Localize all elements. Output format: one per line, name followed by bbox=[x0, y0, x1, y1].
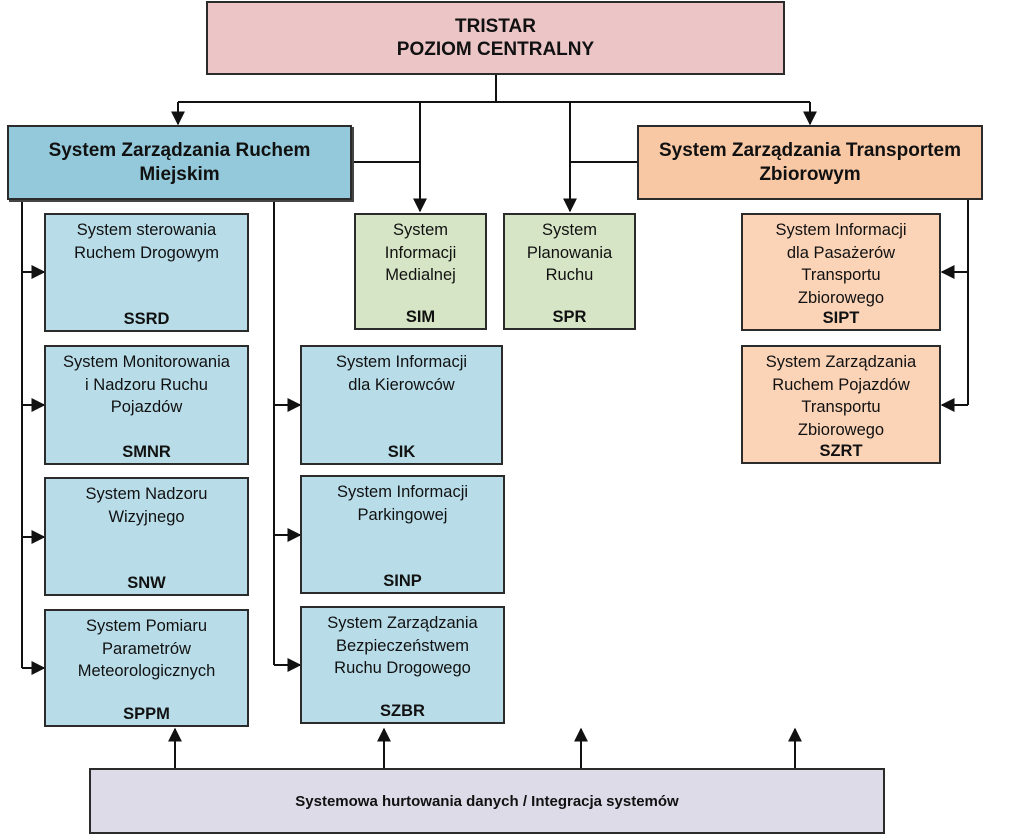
system-name: System Pomiaru Parametrów Meteorologiczn… bbox=[77, 617, 216, 680]
central-subtitle: POZIOM CENTRALNY bbox=[396, 39, 595, 60]
system-name: System Nadzoru Wizyjnego bbox=[85, 485, 208, 526]
urban-traffic-title: System Zarządzania Ruchem Miejskim bbox=[48, 139, 311, 185]
system-box-sinp: System Informacji Parkingowej SINP bbox=[300, 475, 505, 594]
system-abbr: SNW bbox=[127, 574, 166, 592]
system-name: System Informacji Medialnej bbox=[384, 221, 457, 284]
system-box-smnr: System Monitorowania i Nadzoru Ruchu Poj… bbox=[44, 345, 249, 465]
public-transport-header: System Zarządzania Transportem Zbiorowym bbox=[637, 125, 983, 200]
system-box-sipt: System Informacji dla Pasażerów Transpor… bbox=[741, 213, 941, 331]
system-name: System sterowania Ruchem Drogowym bbox=[74, 221, 219, 262]
system-box-sim: System Informacji Medialnej SIM bbox=[354, 213, 487, 330]
system-abbr: SMNR bbox=[122, 443, 171, 461]
system-box-szrt: System Zarządzania Ruchem Pojazdów Trans… bbox=[741, 345, 941, 464]
system-abbr: SPPM bbox=[123, 705, 170, 723]
system-box-ssrd: System sterowania Ruchem Drogowym SSRD bbox=[44, 213, 249, 332]
system-abbr: SSRD bbox=[123, 310, 170, 328]
system-box-snw: System Nadzoru Wizyjnego SNW bbox=[44, 477, 249, 596]
data-warehouse-integration-bar: Systemowa hurtowania danych / Integracja… bbox=[89, 768, 885, 834]
system-name: System Informacji dla Kierowców bbox=[335, 353, 468, 394]
public-transport-title: System Zarządzania Transportem Zbiorowym bbox=[659, 139, 961, 185]
central-title: TRISTAR bbox=[455, 16, 536, 37]
system-abbr: SZRT bbox=[819, 442, 863, 460]
integration-label: Systemowa hurtowania danych / Integracja… bbox=[295, 792, 679, 810]
system-abbr: SIPT bbox=[822, 309, 860, 327]
urban-traffic-header: System Zarządzania Ruchem Miejskim bbox=[7, 125, 352, 200]
system-abbr: SPR bbox=[552, 308, 587, 326]
central-level-box: TRISTAR POZIOM CENTRALNY bbox=[206, 1, 785, 75]
system-name: System Planowania Ruchu bbox=[526, 221, 613, 284]
system-name: System Zarządzania Ruchem Pojazdów Trans… bbox=[765, 353, 917, 439]
system-name: System Informacji dla Pasażerów Transpor… bbox=[775, 221, 907, 307]
system-name: System Monitorowania i Nadzoru Ruchu Poj… bbox=[63, 353, 230, 416]
system-name: System Informacji Parkingowej bbox=[336, 483, 469, 524]
system-name: System Zarządzania Bezpieczeństwem Ruchu… bbox=[327, 614, 478, 677]
system-box-szbr: System Zarządzania Bezpieczeństwem Ruchu… bbox=[300, 606, 505, 724]
system-abbr: SZBR bbox=[380, 702, 425, 720]
system-abbr: SIM bbox=[405, 308, 436, 326]
system-box-sik: System Informacji dla Kierowców SIK bbox=[300, 345, 503, 465]
system-box-sppm: System Pomiaru Parametrów Meteorologiczn… bbox=[44, 609, 249, 727]
system-abbr: SINP bbox=[383, 572, 422, 590]
system-abbr: SIK bbox=[387, 443, 416, 461]
system-box-spr: System Planowania Ruchu SPR bbox=[503, 213, 636, 330]
